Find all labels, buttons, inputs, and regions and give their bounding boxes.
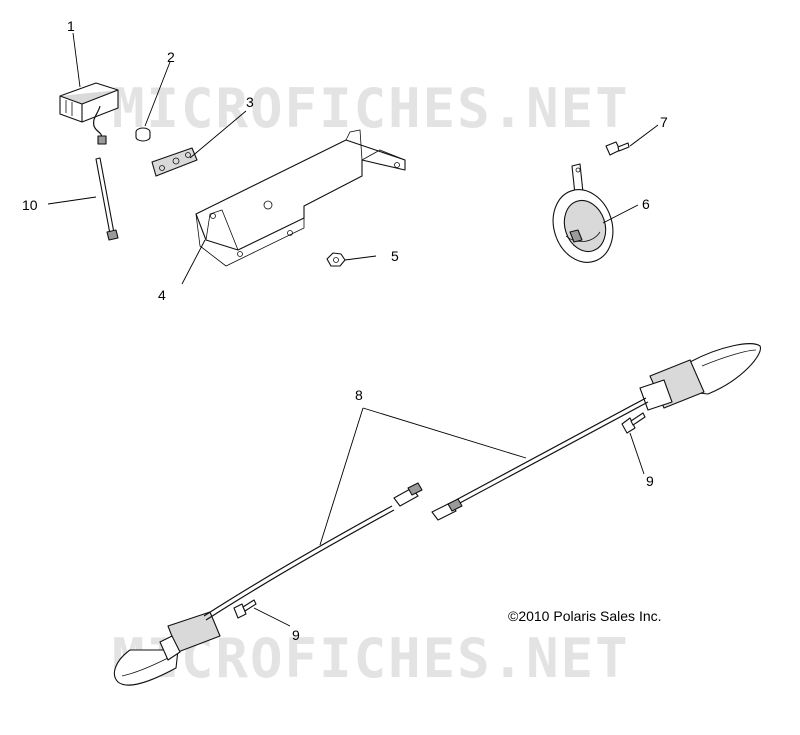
part-6-horn — [552, 163, 614, 263]
part-3-plate — [151, 147, 198, 177]
callout-2: 2 — [167, 49, 175, 65]
leader-lines — [47, 32, 659, 627]
callout-9-upper: 9 — [646, 473, 654, 489]
part-9-screw-upper — [621, 412, 646, 434]
watermark-top: MICROFICHES.NET — [112, 77, 630, 140]
part-7-screw — [605, 141, 630, 156]
part-8-turn-signal-right — [431, 343, 761, 521]
callout-3: 3 — [246, 94, 254, 110]
part-5-nut — [326, 252, 346, 267]
part-10-cable-tie — [95, 157, 119, 241]
callout-1: 1 — [67, 18, 75, 34]
part-4-bracket — [195, 129, 406, 267]
copyright-notice: ©2010 Polaris Sales Inc. — [508, 608, 662, 624]
part-8-turn-signal-left — [113, 482, 423, 686]
callout-10: 10 — [22, 197, 38, 213]
callout-5: 5 — [391, 248, 399, 264]
part-1-tail-light — [59, 82, 119, 145]
callout-4: 4 — [158, 287, 166, 303]
part-2-spacer — [135, 127, 151, 142]
tail-light-connector — [97, 135, 107, 145]
callout-9-lower: 9 — [292, 627, 300, 643]
part-9-screw-lower — [233, 599, 257, 619]
callout-6: 6 — [642, 196, 650, 212]
callout-7: 7 — [660, 114, 668, 130]
callout-8: 8 — [355, 387, 363, 403]
